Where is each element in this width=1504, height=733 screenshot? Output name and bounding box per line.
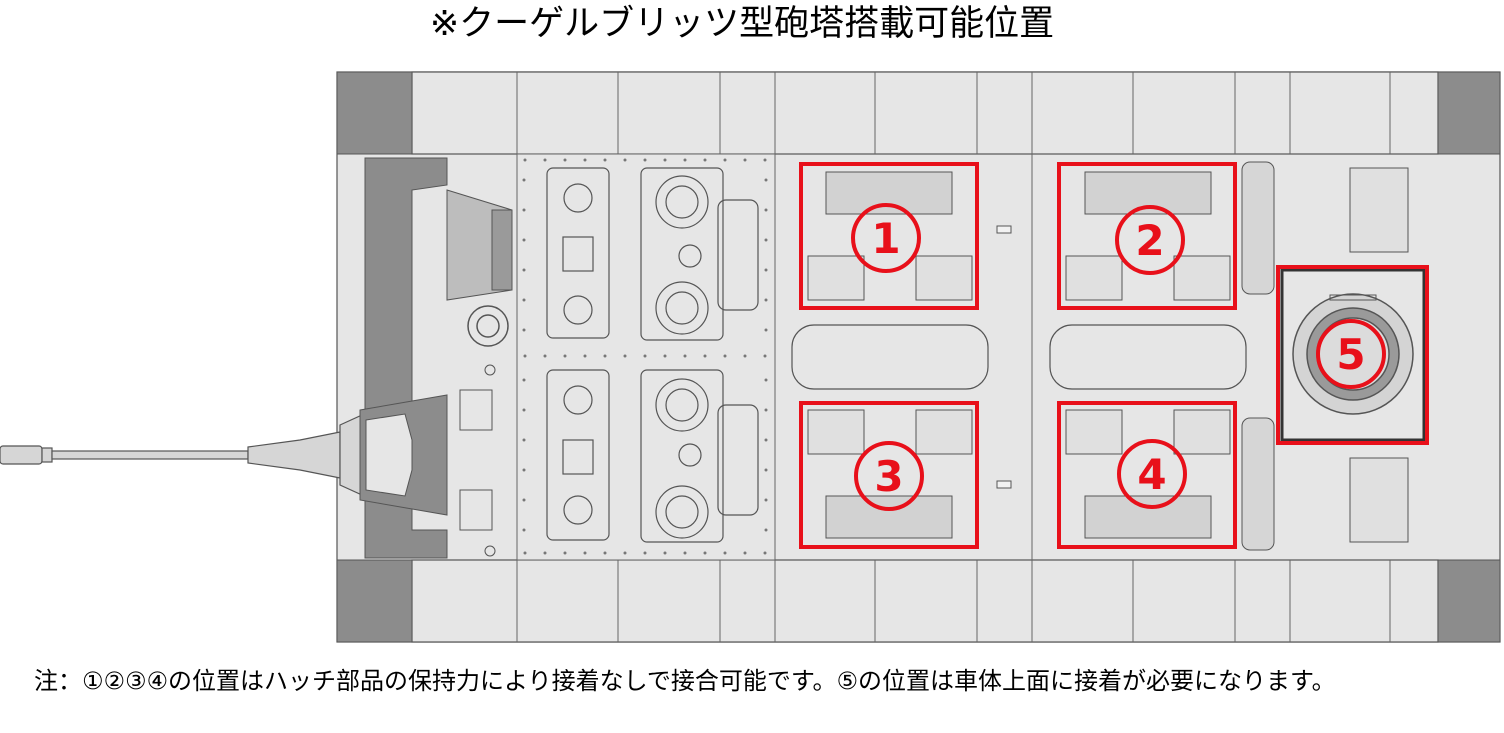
small-slots — [996, 225, 1012, 489]
engine-deck-details — [546, 167, 759, 543]
position-label-3: 3 — [874, 452, 903, 501]
position-label-1: 1 — [871, 214, 900, 263]
position-box-1 — [799, 162, 979, 310]
track-corners — [336, 71, 1501, 643]
position-box-3 — [799, 401, 979, 549]
deck-pill-panels — [791, 324, 1247, 390]
hatch-details — [825, 171, 1212, 539]
main-gun — [0, 414, 411, 496]
position-label-5: 5 — [1336, 330, 1365, 379]
position-label-4: 4 — [1137, 450, 1166, 499]
gun-mantlet — [359, 394, 448, 516]
position-circle-5 — [1316, 319, 1386, 389]
position-circle-1 — [851, 203, 921, 273]
position-box-2 — [1057, 162, 1237, 310]
turret-ring-top — [1329, 294, 1377, 301]
position-box-5 — [1276, 265, 1429, 445]
footnote: 注：①②③④の位置はハッチ部品の保持力により接着なしで接合可能です。⑤の位置は車… — [34, 667, 1336, 695]
engine-rivets — [522, 158, 768, 555]
position-label-2: 2 — [1135, 216, 1164, 265]
position-circle-3 — [854, 441, 924, 511]
side-grilles — [1241, 161, 1275, 551]
position-markers — [799, 162, 1429, 549]
position-labels: 1 2 3 4 5 — [871, 214, 1365, 501]
position-circles — [851, 203, 1386, 511]
position-circle-4 — [1117, 439, 1187, 509]
position-circle-2 — [1115, 205, 1185, 275]
position-box-4 — [1057, 401, 1237, 549]
hatch-blocks — [807, 167, 1409, 543]
page-title: ※クーゲルブリッツ型砲塔搭載可能位置 — [429, 4, 1055, 44]
